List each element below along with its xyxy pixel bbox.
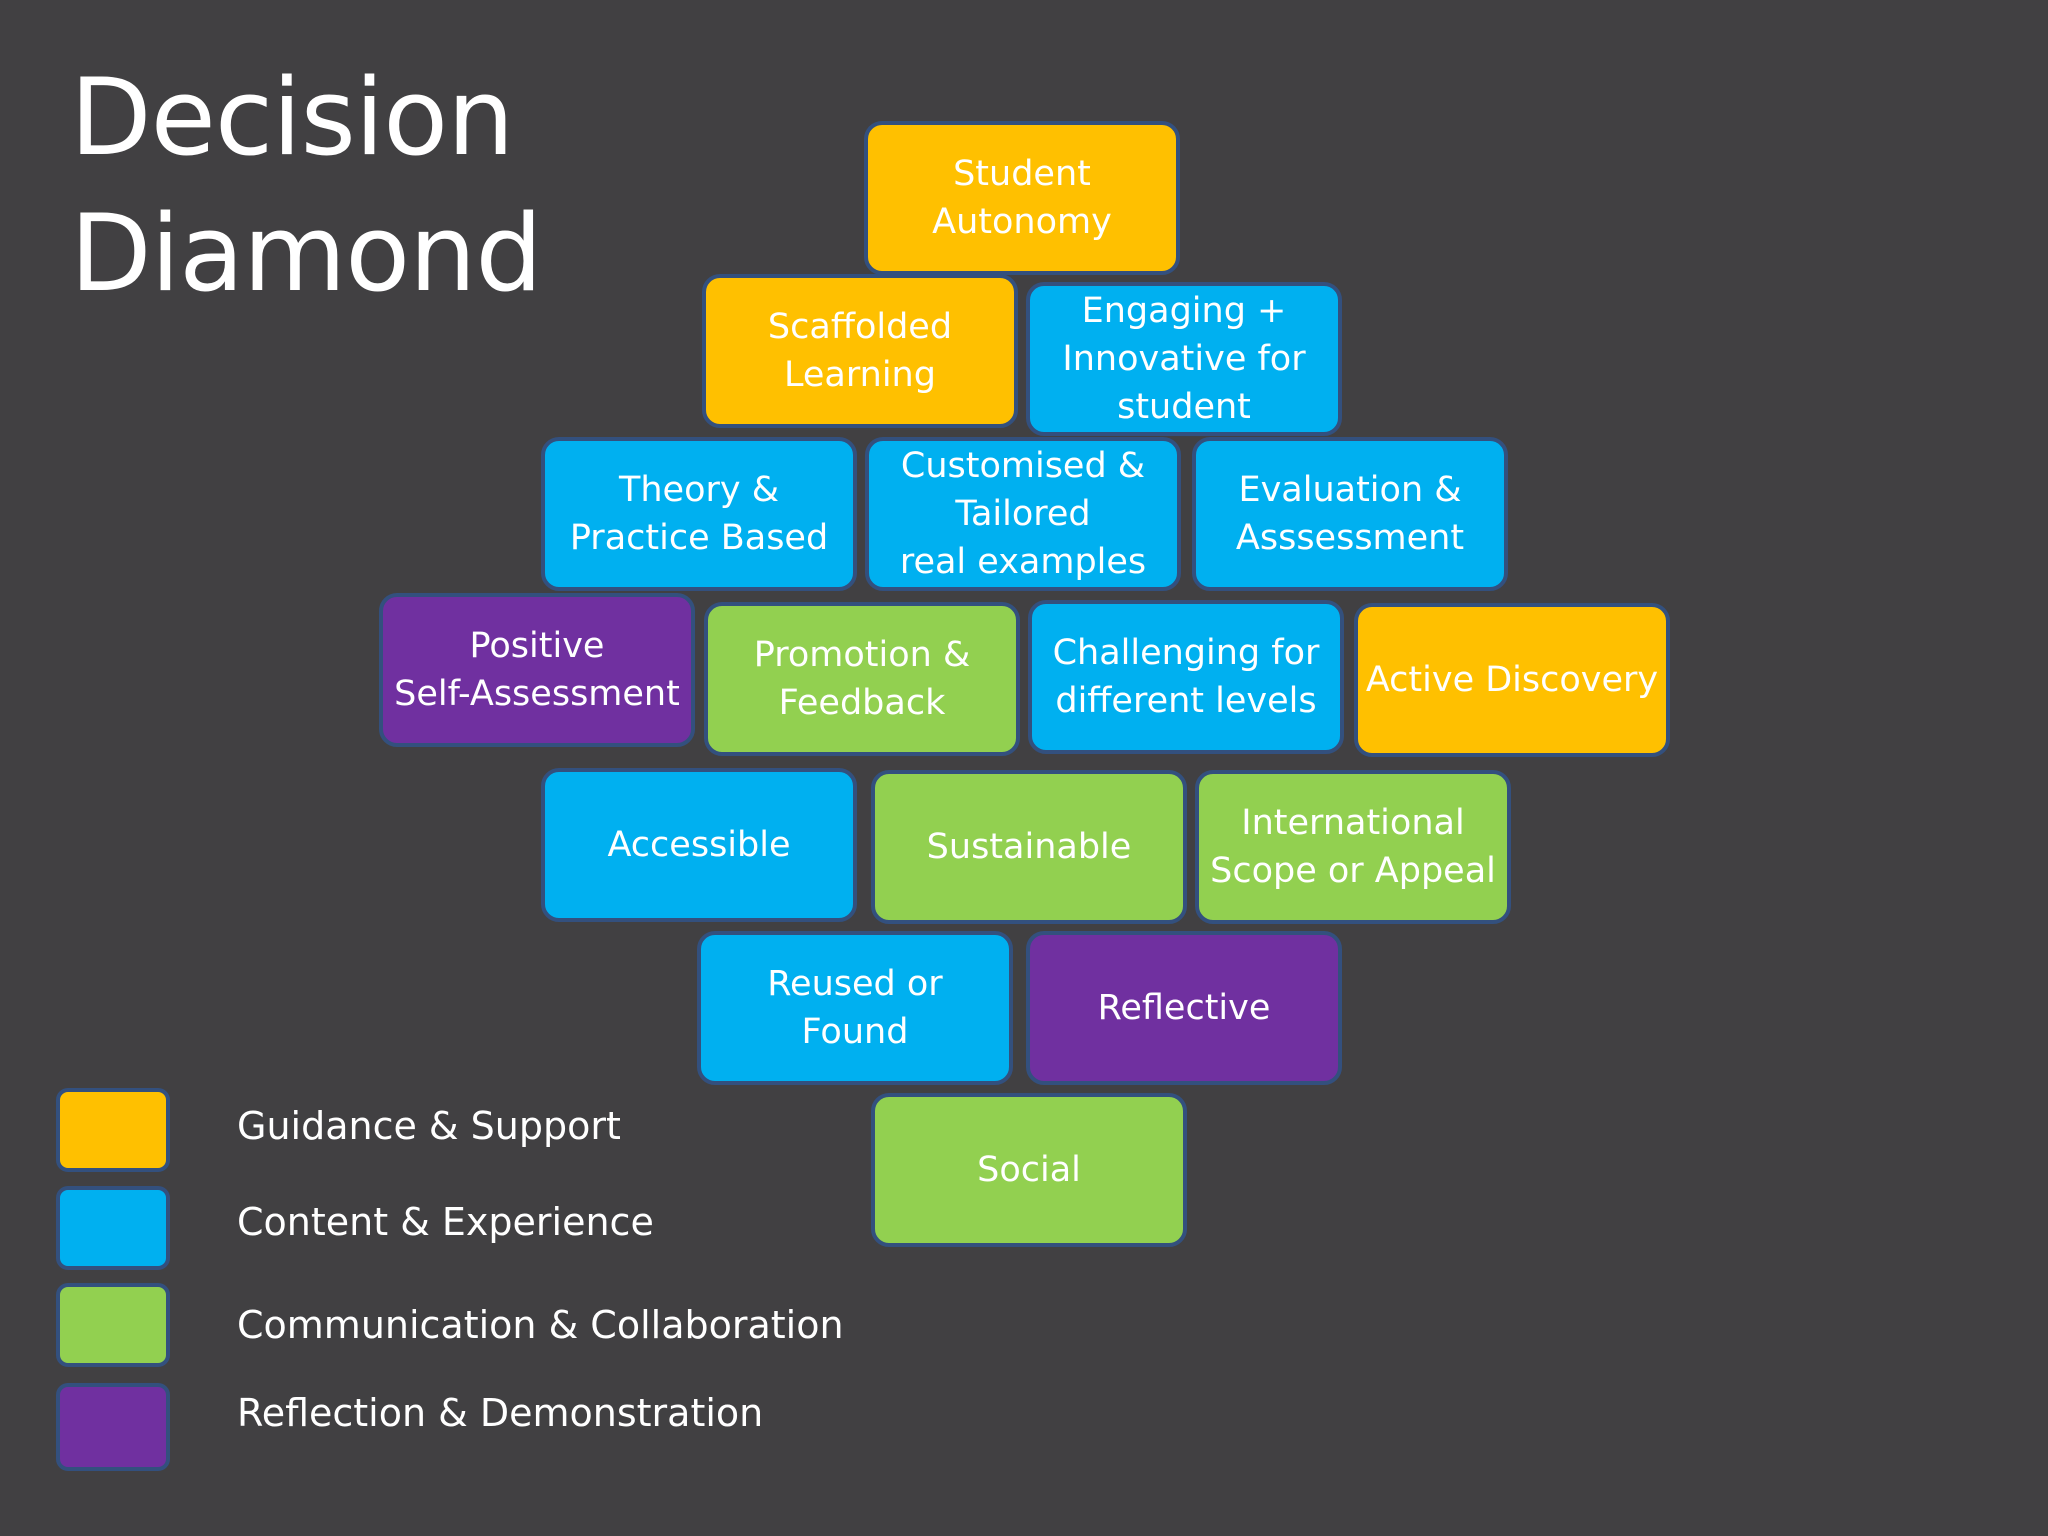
- tile-social: Social: [871, 1093, 1187, 1247]
- tile-scaffolded-learning: Scaffolded Learning: [702, 274, 1018, 428]
- page-title: Decision Diamond: [70, 50, 543, 322]
- legend-swatch-guidance: [56, 1088, 170, 1172]
- tile-student-autonomy: Student Autonomy: [864, 121, 1180, 275]
- tile-reused-found: Reused or Found: [697, 931, 1013, 1085]
- tile-engaging-innovative: Engaging + Innovative for student: [1026, 282, 1342, 436]
- tile-sustainable: Sustainable: [871, 770, 1187, 924]
- tile-international-scope: International Scope or Appeal: [1195, 770, 1511, 924]
- legend-label-reflection: Reflection & Demonstration: [237, 1391, 764, 1435]
- tile-promotion-feedback: Promotion & Feedback: [704, 602, 1020, 756]
- tile-reflective: Reflective: [1026, 931, 1342, 1085]
- legend-swatch-content: [56, 1186, 170, 1270]
- legend-label-content: Content & Experience: [237, 1200, 654, 1244]
- title-line-1: Decision: [70, 56, 514, 179]
- title-line-2: Diamond: [70, 192, 543, 315]
- legend-label-communication: Communication & Collaboration: [237, 1303, 844, 1347]
- tile-customised-tailored: Customised & Tailored real examples: [865, 437, 1181, 591]
- legend-swatch-reflection: [56, 1383, 170, 1471]
- tile-theory-practice: Theory & Practice Based: [541, 437, 857, 591]
- tile-evaluation-assessment: Evaluation & Asssessment: [1192, 437, 1508, 591]
- tile-active-discovery: Active Discovery: [1354, 603, 1670, 757]
- legend-swatch-communication: [56, 1283, 170, 1367]
- tile-positive-self-assessment: Positive Self-Assessment: [379, 593, 695, 747]
- tile-challenging-levels: Challenging for different levels: [1028, 600, 1344, 754]
- tile-accessible: Accessible: [541, 768, 857, 922]
- legend-label-guidance: Guidance & Support: [237, 1104, 621, 1148]
